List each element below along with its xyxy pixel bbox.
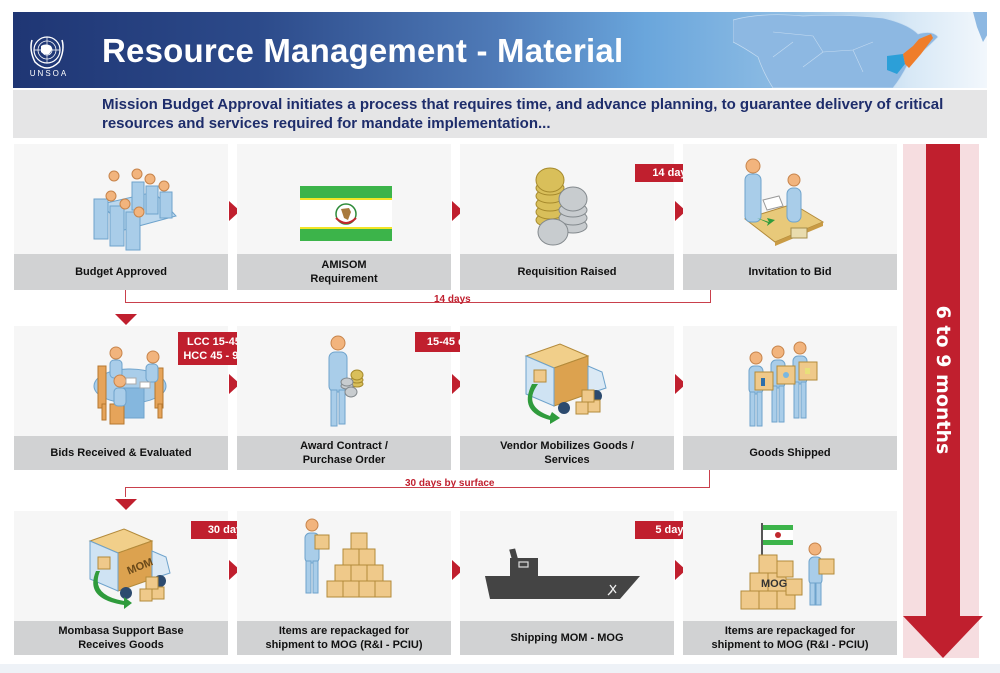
african-union-flag-icon <box>300 186 392 241</box>
flow-arrow-icon <box>452 560 463 580</box>
flow-arrow-icon <box>675 201 686 221</box>
step-label: Bids Received & Evaluated <box>14 436 228 470</box>
flow-connector-line <box>125 470 710 488</box>
africa-map-icon <box>733 12 987 88</box>
flow-arrow-icon <box>675 374 686 394</box>
connector-label: 30 days by surface <box>405 478 495 489</box>
step-label: Items are repackaged for shipment to MOG… <box>683 621 897 655</box>
step-label: Vendor Mobilizes Goods / Services <box>460 436 674 470</box>
step-label: Requisition Raised <box>460 254 674 290</box>
step-label: Mombasa Support Base Receives Goods <box>14 621 228 655</box>
subtitle-box: Mission Budget Approval initiates a proc… <box>13 90 987 138</box>
flow-arrow-icon <box>229 374 240 394</box>
step-label: Budget Approved <box>14 254 228 290</box>
ship-icon <box>485 548 640 599</box>
step-label: Goods Shipped <box>683 436 897 470</box>
flow-connector-line <box>125 290 711 303</box>
timeline-label: 6 to 9 months <box>932 305 954 455</box>
step-label: Award Contract / Purchase Order <box>237 436 451 470</box>
connector-label: 14 days <box>434 294 471 305</box>
step-items-repackaged-mog: MOG Items are repackaged for shipment to… <box>683 511 897 655</box>
flow-arrow-down-icon <box>115 314 137 325</box>
step-label: Shipping MOM - MOG <box>460 621 674 655</box>
timeline-shaft <box>926 144 960 616</box>
step-label: AMISOM Requirement <box>237 254 451 290</box>
step-label: Items are repackaged for shipment to MOG… <box>237 621 451 655</box>
mom-truck-icon: MOM <box>88 528 171 609</box>
mog-boxes-flag-icon: MOG <box>740 523 835 610</box>
boxes-text: MOG <box>761 578 787 590</box>
coins-icon <box>535 167 588 246</box>
timeline-arrow: 6 to 9 months <box>903 144 983 658</box>
step-budget-approved: Budget Approved <box>14 144 228 290</box>
meeting-table-icon <box>93 168 177 251</box>
step-goods-shipped: Goods Shipped <box>683 326 897 470</box>
step-items-repackaged: Items are repackaged for shipment to MOG… <box>237 511 451 655</box>
truck-loading-icon <box>524 343 607 424</box>
flow-arrow-icon <box>452 374 463 394</box>
round-table-meeting-icon <box>93 346 167 425</box>
flow-arrow-icon <box>452 201 463 221</box>
handover-document-icon <box>743 158 825 246</box>
person-with-coins-icon <box>328 335 364 427</box>
page-title: Resource Management - Material <box>102 32 624 69</box>
un-emblem-icon <box>30 36 64 69</box>
step-vendor-mobilizes: Vendor Mobilizes Goods / Services <box>460 326 674 470</box>
step-label: Invitation to Bid <box>683 254 897 290</box>
subtitle: Mission Budget Approval initiates a proc… <box>102 96 944 132</box>
arrow-down-icon <box>903 616 983 658</box>
logo-text: UNSOA <box>29 69 69 78</box>
flow-connector-line <box>125 487 126 497</box>
flow-arrow-down-icon <box>115 499 137 510</box>
flow-arrow-icon <box>675 560 686 580</box>
flow-arrow-icon <box>229 201 240 221</box>
step-amisom-requirement: AMISOM Requirement <box>237 144 451 290</box>
people-carrying-boxes-icon <box>748 341 818 427</box>
step-award-contract: Award Contract / Purchase Order <box>237 326 451 470</box>
person-stacking-boxes-icon <box>304 518 392 598</box>
footer-strip <box>0 664 1000 673</box>
header-banner: UNSOA Resource Management - Material <box>13 12 987 88</box>
flow-arrow-icon <box>229 560 240 580</box>
step-invitation-to-bid: Invitation to Bid <box>683 144 897 290</box>
